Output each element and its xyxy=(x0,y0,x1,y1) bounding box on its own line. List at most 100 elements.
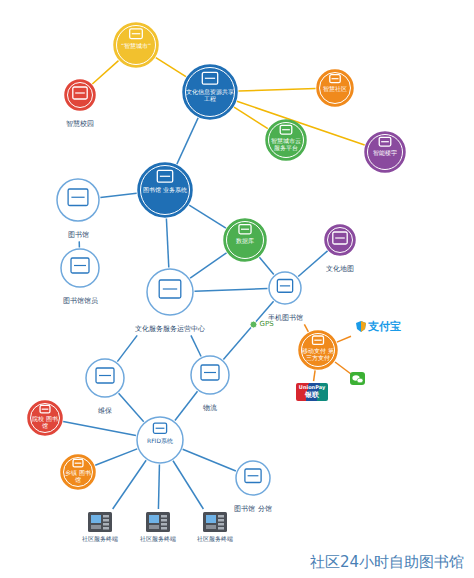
node-label: 文化地图 xyxy=(325,265,355,273)
icon-glyph xyxy=(74,265,86,266)
circle-body xyxy=(299,331,337,369)
kiosk-shelf xyxy=(161,515,167,518)
icon-glyph xyxy=(71,258,89,273)
connector-line xyxy=(259,257,273,274)
connector-line xyxy=(92,61,118,84)
icon-glyph xyxy=(68,189,88,206)
node-label: 社区服务终端 xyxy=(196,535,234,544)
connector-line xyxy=(298,251,327,277)
icon-glyph xyxy=(248,475,259,476)
icon-glyph xyxy=(157,170,172,182)
node-label: 图书馆馆员 xyxy=(62,297,99,305)
icon-glyph xyxy=(241,229,249,230)
node-label: 乡镇 图书馆 xyxy=(63,470,94,484)
circle-outline xyxy=(56,178,100,222)
circle-node: 移动支付 第三方支付 xyxy=(298,330,338,370)
edge-label: GPS xyxy=(258,320,274,328)
icon-glyph xyxy=(280,285,290,286)
icon-glyph xyxy=(335,237,345,238)
node-label: 智慧校园 xyxy=(65,120,95,128)
connector-line xyxy=(158,464,159,509)
circle-outline xyxy=(190,355,230,395)
circle-body xyxy=(86,359,124,397)
payment-logo: 支付宝 xyxy=(353,315,403,336)
circle-ring xyxy=(227,222,264,259)
circle-outline xyxy=(85,358,125,398)
circle-node: 手机图书馆 xyxy=(266,271,305,324)
connector-line xyxy=(177,118,198,164)
circle-body xyxy=(224,219,266,261)
logo-text: 银联 xyxy=(299,391,325,399)
circle-body xyxy=(317,70,353,106)
circle-body xyxy=(365,132,405,172)
kiosk-shelf xyxy=(161,527,167,530)
circle-body xyxy=(325,225,355,255)
circle-ring xyxy=(302,334,335,367)
circle-node: 智慧社区 xyxy=(316,69,354,107)
circle-node: 乡镇 图书馆 xyxy=(60,454,96,490)
icon-glyph xyxy=(71,197,84,198)
circle-node: RFID系统 xyxy=(136,416,184,464)
circle-ring xyxy=(68,83,93,108)
circle-node: 维保 xyxy=(84,358,126,417)
icon-glyph xyxy=(313,336,324,344)
connector-line xyxy=(189,205,226,228)
circle-node: 数据库 xyxy=(223,218,267,262)
circle-body xyxy=(61,455,95,489)
icon-glyph xyxy=(42,409,49,410)
kiosk-shelf xyxy=(103,527,109,530)
connector-line xyxy=(156,58,186,77)
logo-text: 支付宝 xyxy=(368,320,401,333)
circle-body xyxy=(137,417,183,463)
node-label: 智慧社区 xyxy=(319,86,352,93)
circle-node: 图书馆 分馆 xyxy=(232,460,273,515)
connector-line xyxy=(175,391,198,420)
circle-node: 智慧城市云 服务平台 xyxy=(265,119,307,161)
connector-line xyxy=(100,193,136,197)
kiosk-shelf xyxy=(218,515,224,518)
terminal-node: 社区服务终端 xyxy=(81,511,119,544)
icon-glyph xyxy=(332,78,339,79)
connector-line xyxy=(95,449,137,465)
node-label: 社区服务终端 xyxy=(81,535,119,544)
connector-line xyxy=(223,301,273,359)
icon-glyph xyxy=(204,372,216,373)
icon-glyph xyxy=(159,280,181,298)
circle-ring xyxy=(368,135,403,170)
circle-ring xyxy=(328,228,353,253)
kiosk-shelf xyxy=(218,523,224,526)
icon-glyph xyxy=(130,29,143,39)
circle-body xyxy=(114,23,158,67)
connector-line xyxy=(173,461,203,509)
logo-text: UnionPay xyxy=(299,385,325,391)
wechat-icon xyxy=(350,372,365,385)
node-label: 物流 xyxy=(202,404,218,412)
circle-body xyxy=(65,80,95,110)
alipay-shield xyxy=(361,321,366,332)
connector-line xyxy=(119,393,144,421)
circle-node: 文化服务服务运营中心 xyxy=(133,268,207,335)
icon-glyph xyxy=(201,365,219,380)
node-label: “智慧城市” xyxy=(116,43,156,50)
circle-body xyxy=(183,65,237,119)
circle-body xyxy=(269,272,301,304)
connector-line xyxy=(113,460,146,509)
node-label: 文化服务服务运营中心 xyxy=(134,325,206,333)
icon-glyph xyxy=(73,87,87,99)
circle-body xyxy=(61,249,99,287)
connector-line xyxy=(191,335,201,356)
node-label: 智慧城市云 服务平台 xyxy=(268,138,304,152)
circle-ring xyxy=(64,458,93,487)
connector-line xyxy=(314,370,316,381)
kiosk-icon xyxy=(202,511,228,533)
kiosk-body xyxy=(146,512,170,532)
gps-dot xyxy=(250,321,257,328)
circle-node: 图书馆馆员 xyxy=(59,248,101,307)
icon-glyph xyxy=(156,428,165,429)
kiosk-shelf xyxy=(103,519,109,522)
circle-outline xyxy=(60,248,100,288)
kiosk-shelf xyxy=(103,515,109,518)
circle-ring xyxy=(269,123,304,158)
node-label: 图书馆 xyxy=(67,231,90,239)
icon-glyph xyxy=(73,459,83,467)
